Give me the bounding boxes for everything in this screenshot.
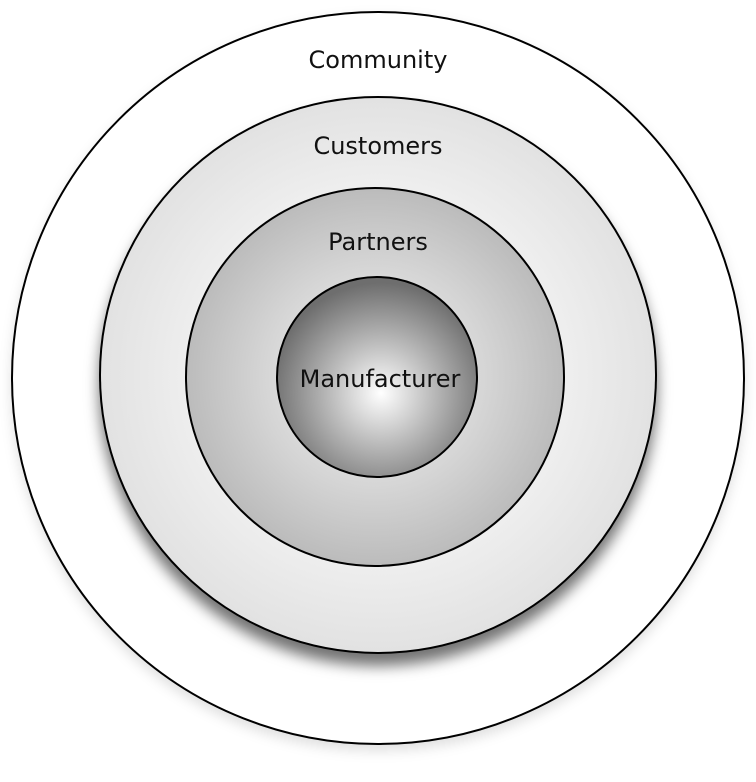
manufacturer-core [276, 276, 478, 478]
community-label: Community [308, 46, 448, 74]
manufacturer-label: Manufacturer [299, 365, 461, 393]
partners-label: Partners [328, 228, 428, 256]
customers-label: Customers [313, 132, 443, 160]
